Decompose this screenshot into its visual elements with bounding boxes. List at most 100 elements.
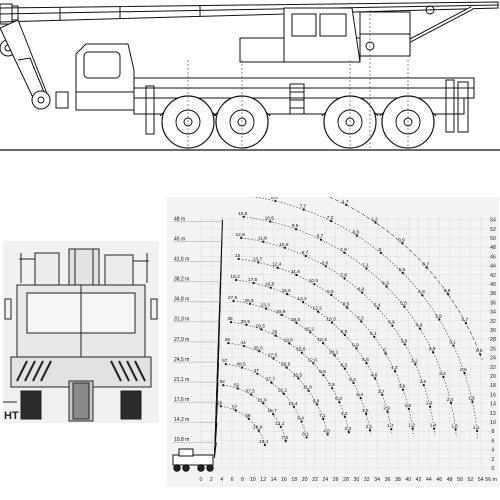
capacity-value: 2,5 xyxy=(404,403,411,409)
capacity-point xyxy=(240,236,243,239)
x-tick-label: 26 xyxy=(333,477,339,483)
capacity-point xyxy=(411,427,414,430)
boom-length-label: 24,5 m xyxy=(174,357,189,363)
capacity-point xyxy=(322,342,325,345)
chart-grid xyxy=(200,215,492,469)
capacity-point xyxy=(449,401,453,404)
capacity-point xyxy=(343,277,346,280)
capacity-point xyxy=(227,342,230,345)
y-tick-label: 14 xyxy=(490,402,496,408)
capacity-value: 35,5 xyxy=(254,345,264,351)
capacity-point xyxy=(252,281,255,285)
capacity-value: 12,8 xyxy=(236,232,246,238)
capacity-point xyxy=(245,323,248,326)
capacity-value: 9,6 xyxy=(292,223,299,229)
capacity-value: 46 xyxy=(225,337,231,343)
y-tick-label: 42 xyxy=(490,273,496,279)
y-tick-label: 6 xyxy=(492,438,495,444)
crane-front-view: HT xyxy=(3,241,159,423)
capacity-value: 1,1 xyxy=(473,425,480,431)
capacity-value: 19,5 xyxy=(284,337,294,343)
capacity-value: 7,2 xyxy=(327,215,334,221)
capacity-value: 27,9 xyxy=(228,295,238,301)
y-tick-label: 20 xyxy=(490,374,496,380)
capacity-value: 27,5 xyxy=(268,353,278,359)
capacity-point xyxy=(236,387,239,390)
x-tick-label: 14 xyxy=(271,477,277,483)
chassis xyxy=(133,77,475,135)
capacity-point xyxy=(326,433,329,436)
x-tick-label: 36 xyxy=(385,477,391,483)
x-tick-label: 2 xyxy=(210,477,213,483)
capacity-point xyxy=(407,407,410,410)
x-tick-label: 30 xyxy=(354,477,360,483)
capacity-value: 6,1 xyxy=(370,331,377,337)
capacity-value: 9,7 xyxy=(301,250,308,256)
y-tick-label: 34 xyxy=(490,310,496,316)
capacity-value: 10,3 xyxy=(326,317,336,323)
capacity-value: 3,2 xyxy=(439,371,446,377)
radius-arc xyxy=(225,363,308,440)
radius-arc xyxy=(230,321,350,436)
capacity-point xyxy=(285,366,288,369)
capacity-point xyxy=(379,251,382,255)
y-tick-label: 18 xyxy=(490,383,496,389)
capacity-point xyxy=(338,401,341,404)
capacity-point xyxy=(361,291,364,294)
y-tick-label: 26 xyxy=(490,346,496,352)
capacity-point xyxy=(248,302,252,305)
capacity-point xyxy=(454,428,457,431)
capacity-value: 16,5 xyxy=(265,282,275,288)
carrier-cab xyxy=(75,43,135,111)
capacity-value: 35 xyxy=(227,316,233,322)
y-tick-label: 12 xyxy=(490,411,496,417)
capacity-point xyxy=(452,344,455,347)
y-tick-label: 48 xyxy=(490,245,496,251)
capacity-value: 3,9 xyxy=(435,314,442,320)
capacity-value: 6,3 xyxy=(335,396,342,402)
capacity-point xyxy=(247,417,250,420)
capacity-point xyxy=(224,363,227,366)
capacity-point xyxy=(322,417,325,420)
capacity-point xyxy=(476,429,479,432)
x-tick-label: 4 xyxy=(220,477,223,483)
telescopic-boom xyxy=(0,1,499,25)
capacity-point xyxy=(284,439,287,442)
capacity-point xyxy=(391,324,394,327)
x-tick-label: 40 xyxy=(405,477,411,483)
capacity-value: 57 xyxy=(222,358,228,364)
capacity-value: 6,4 xyxy=(349,377,356,383)
y-tick-label: 54 xyxy=(490,218,496,224)
x-tick-label: 56 m xyxy=(485,477,497,483)
capacity-point xyxy=(257,429,260,432)
capacity-point xyxy=(234,409,237,412)
capacity-value: 8,4 xyxy=(271,197,278,201)
capacity-point xyxy=(257,261,260,264)
capacity-point xyxy=(429,405,432,408)
capacity-point xyxy=(352,381,355,384)
capacity-point xyxy=(315,403,318,406)
capacity-point xyxy=(330,321,334,324)
capacity-value: 3,7 xyxy=(378,389,385,395)
capacity-point xyxy=(386,410,389,413)
crane-icon xyxy=(172,448,214,472)
capacity-point xyxy=(374,221,377,224)
capacity-point xyxy=(394,370,397,373)
capacity-point xyxy=(300,351,303,354)
boom-length-label: 48 m xyxy=(174,216,185,222)
capacity-value: 15,7 xyxy=(268,408,278,414)
capacity-value: 26 xyxy=(272,330,278,336)
capacity-value: 60 xyxy=(217,400,223,406)
x-tick-label: 52 xyxy=(467,477,473,483)
boom-length-label: 10,8 m xyxy=(174,437,189,443)
capacity-value: 4,6 xyxy=(416,323,423,329)
capacity-point xyxy=(365,361,368,365)
capacity-value: 7,1 xyxy=(319,413,326,419)
capacity-value: 1,4 xyxy=(430,423,437,429)
y-tick-label: 30 xyxy=(490,328,496,334)
capacity-value: 20,9 xyxy=(276,309,286,315)
capacity-value: 0,7 xyxy=(422,261,429,267)
capacity-value: 9,4 xyxy=(297,416,304,422)
boom-length-label: 45 m xyxy=(174,236,185,242)
capacity-point xyxy=(274,199,277,203)
